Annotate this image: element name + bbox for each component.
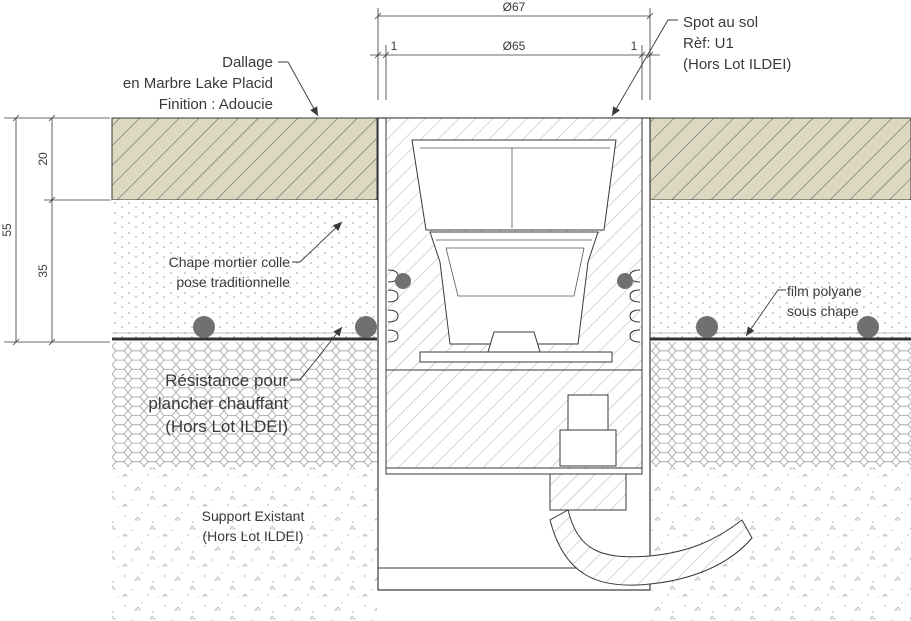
dim-tile-height: 20	[36, 152, 50, 166]
floor-layers-right	[649, 117, 911, 621]
heating-pipe	[857, 316, 879, 338]
insulation-layer-right	[650, 342, 911, 467]
label-spot: Rèf: U1	[683, 35, 734, 52]
label-dallage: en Marbre Lake Placid	[123, 75, 273, 92]
heating-pipe	[355, 316, 377, 338]
dim-inner-diameter: Ø65	[503, 39, 526, 53]
dim-total-height: 55	[0, 223, 14, 237]
floor-spot-section	[377, 117, 753, 591]
heating-pipe	[696, 316, 718, 338]
dim-screed-height: 35	[36, 264, 50, 278]
leaders	[278, 19, 786, 381]
label-dallage: Finition : Adoucie	[159, 96, 273, 113]
floor-layers-left	[111, 117, 378, 621]
label-resistance: plancher chauffant	[148, 394, 288, 413]
insulation-layer-left	[112, 342, 377, 467]
label-spot: (Hors Lot ILDEI)	[683, 56, 791, 73]
label-support: Support Existant	[202, 508, 305, 524]
dim-gap-right: 1	[631, 39, 638, 53]
label-resistance: (Hors Lot ILDEI)	[165, 417, 288, 436]
o-ring	[617, 273, 633, 289]
tile-layer-left	[111, 117, 378, 201]
label-dallage: Dallage	[222, 54, 273, 71]
label-film: sous chape	[787, 303, 859, 319]
label-support: (Hors Lot ILDEI)	[202, 528, 303, 544]
o-ring	[395, 273, 411, 289]
label-spot: Spot au sol	[683, 14, 758, 31]
label-chape: Chape mortier colle	[169, 254, 291, 270]
power-cable	[549, 509, 753, 586]
dimensions	[4, 8, 660, 346]
tile-layer-right	[649, 117, 911, 201]
dim-gap-left: 1	[391, 39, 398, 53]
support-layer-left	[112, 467, 377, 621]
label-resistance: Résistance pour	[165, 371, 288, 390]
dim-outer-diameter: Ø67	[503, 0, 526, 14]
label-chape: pose traditionnelle	[176, 274, 290, 290]
heating-pipe	[193, 316, 215, 338]
support-layer-right	[650, 467, 911, 621]
label-film: film polyane	[787, 283, 862, 299]
screed-layer-right	[650, 200, 911, 338]
